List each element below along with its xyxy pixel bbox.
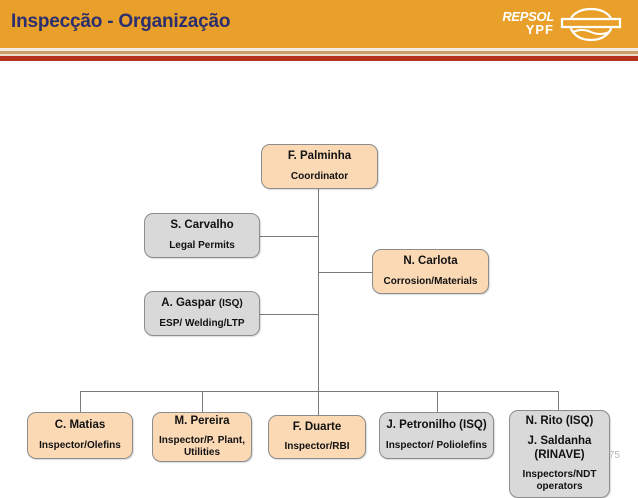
logo-repsol-text: REPSOL <box>502 9 554 24</box>
repsol-ypf-logo: REPSOL YPF <box>482 5 630 45</box>
org-node-matias[interactable]: C. Matias Inspector/Olefins <box>27 412 133 459</box>
connector-trunk <box>318 189 319 392</box>
connector-drop-matias <box>80 391 81 412</box>
org-node-name: S. Carvalho <box>170 219 234 232</box>
connector-drop-pereira <box>202 391 203 412</box>
connector-drop-duarte <box>318 391 319 415</box>
connector-to-carlota <box>318 272 373 273</box>
org-node-name: C. Matias <box>54 419 106 432</box>
org-node-name: F. Palminha <box>287 150 352 163</box>
org-node-role: Inspectors/NDT operators <box>522 468 597 492</box>
org-node-duarte[interactable]: F. Duarte Inspector/RBI <box>268 415 366 459</box>
connector-distribution-bar <box>80 391 558 392</box>
org-node-name-text: A. Gaspar <box>161 297 216 310</box>
org-node-name: M. Pereira <box>174 414 230 427</box>
org-node-role: Inspector/RBI <box>284 441 350 453</box>
org-chart: F. Palminha Coordinator S. Carvalho Lega… <box>0 61 638 498</box>
org-node-name: F. Duarte <box>292 420 342 433</box>
org-node-gaspar[interactable]: A. Gaspar (ISQ) ESP/ Welding/LTP <box>144 291 260 336</box>
org-node-name: N. Carlota <box>403 255 458 268</box>
divider-strip-tan <box>0 51 638 54</box>
org-node-name: N. Rito (ISQ) <box>525 415 594 428</box>
org-node-carlota[interactable]: N. Carlota Corrosion/Materials <box>372 249 489 294</box>
connector-to-gaspar <box>260 314 319 315</box>
divider-strip-pale <box>0 54 638 56</box>
org-node-role: Corrosion/Materials <box>383 275 478 287</box>
logo-ypf-text: YPF <box>525 22 554 37</box>
org-node-role: Inspector/P. Plant, Utilities <box>159 435 245 459</box>
org-node-role: ESP/ Welding/LTP <box>159 317 245 329</box>
org-node-rito-saldanha[interactable]: N. Rito (ISQ) J. Saldanha (RINAVE) Inspe… <box>509 410 610 498</box>
org-node-palminha[interactable]: F. Palminha Coordinator <box>261 144 378 189</box>
connector-drop-petronilho <box>437 391 438 412</box>
org-node-pereira[interactable]: M. Pereira Inspector/P. Plant, Utilities <box>152 412 252 462</box>
repsol-globe-icon <box>560 7 622 42</box>
org-node-carvalho[interactable]: S. Carvalho Legal Permits <box>144 213 260 258</box>
org-node-name: A. Gaspar (ISQ) <box>161 297 242 310</box>
org-node-name-suffix: (ISQ) <box>218 298 243 310</box>
org-node-petronilho[interactable]: J. Petronilho (ISQ) Inspector/ Poliolefi… <box>379 412 494 459</box>
org-node-role: Coordinator <box>290 170 349 182</box>
org-node-name2: J. Saldanha (RINAVE) <box>527 435 592 462</box>
divider-strip-red <box>0 56 638 61</box>
slide-header: Inspecção - Organização REPSOL YPF <box>0 0 638 48</box>
org-node-name: J. Petronilho (ISQ) <box>386 419 487 432</box>
divider-strip-cream <box>0 48 638 51</box>
connector-drop-rito <box>558 391 559 410</box>
org-node-role: Legal Permits <box>169 239 235 251</box>
page-number: 75 <box>608 450 620 461</box>
logo-wordmark: REPSOL YPF <box>482 10 554 36</box>
page-title: Inspecção - Organização <box>11 11 231 32</box>
connector-to-carvalho <box>260 236 319 237</box>
org-node-role: Inspector/Olefins <box>39 439 121 451</box>
org-node-role: Inspector/ Poliolefins <box>385 439 488 451</box>
